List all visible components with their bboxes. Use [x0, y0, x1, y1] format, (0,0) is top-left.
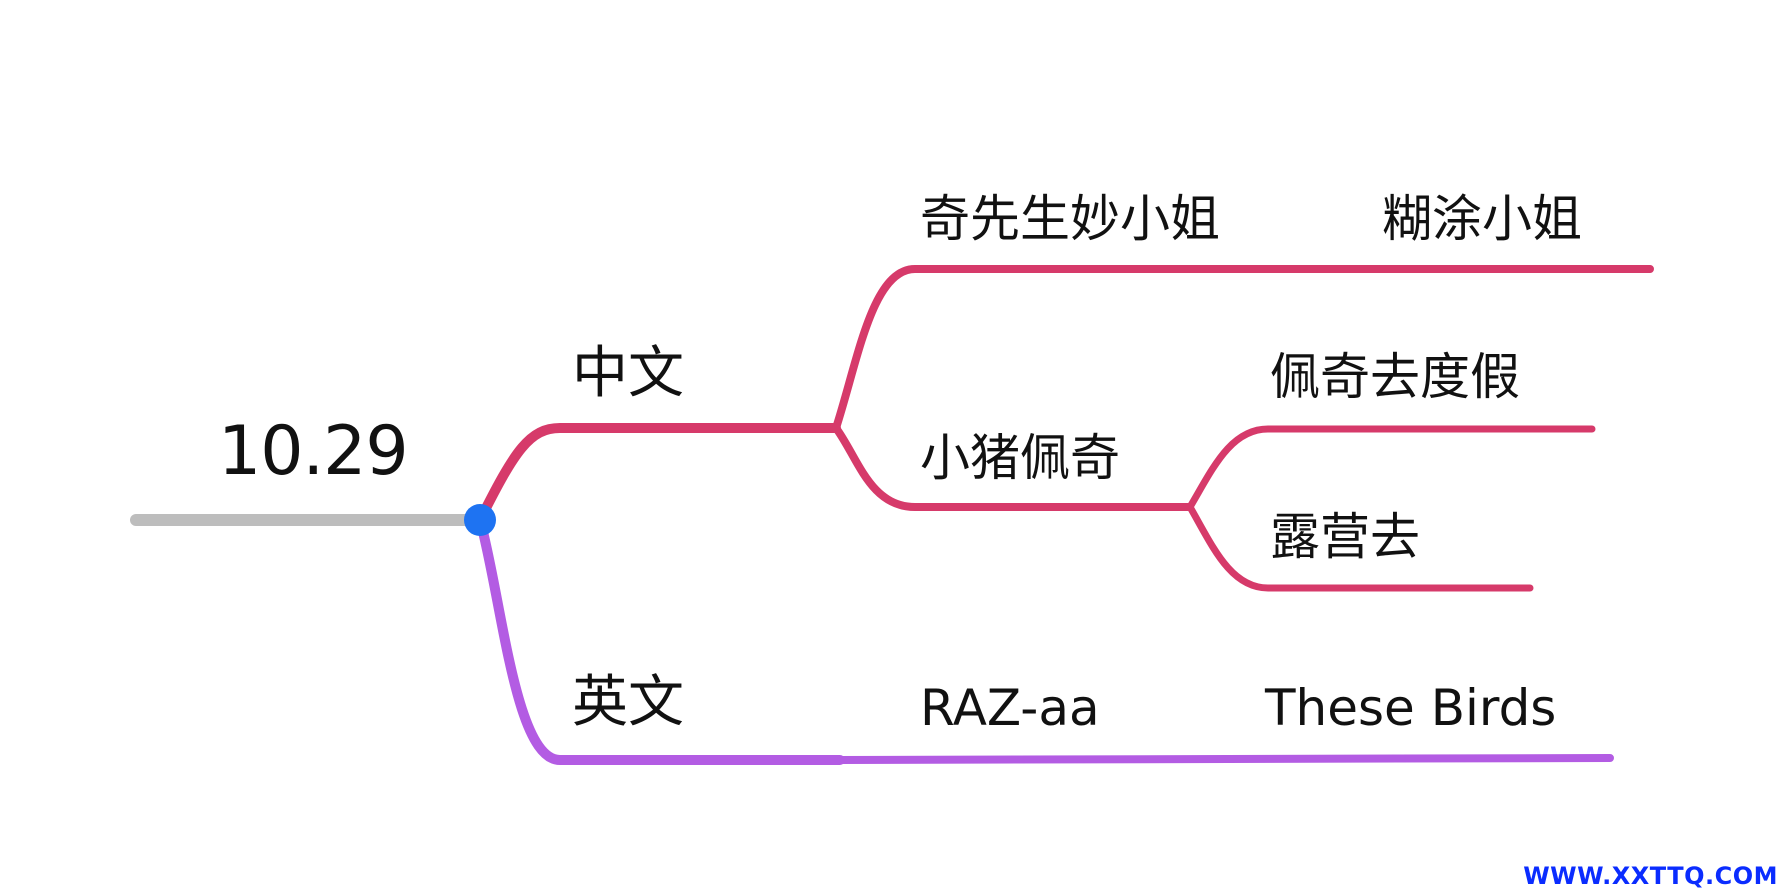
topic-node-luying[interactable]: 露营去	[1270, 512, 1420, 562]
topic-label: 小猪佩奇	[920, 429, 1120, 487]
topic-label: 奇先生妙小姐	[920, 190, 1220, 248]
branch-node-chinese[interactable]: 中文	[572, 346, 684, 402]
topic-label: 糊涂小姐	[1382, 190, 1582, 248]
connector-chinese	[475, 423, 841, 525]
topic-label: RAZ-aa	[920, 679, 1100, 737]
topic-node-hutu[interactable]: 糊涂小姐	[1382, 194, 1582, 244]
topic-node-raz[interactable]: RAZ-aa	[920, 683, 1100, 733]
branch-label: 英文	[572, 670, 684, 735]
topic-node-peiqi-dujia[interactable]: 佩奇去度假	[1270, 352, 1520, 402]
topic-label: 露营去	[1270, 508, 1420, 566]
connector-qixiansheng	[832, 265, 1654, 432]
topic-node-qixiansheng[interactable]: 奇先生妙小姐	[920, 194, 1220, 244]
hub-dot[interactable]	[464, 504, 496, 536]
root-node[interactable]: 10.29	[218, 418, 409, 486]
connector-xiaozhu	[832, 424, 1194, 511]
topic-node-xiaozhu[interactable]: 小猪佩奇	[920, 433, 1120, 483]
topic-label: 佩奇去度假	[1270, 348, 1520, 406]
branch-node-english[interactable]: 英文	[572, 675, 684, 731]
connector-luying	[1186, 503, 1534, 592]
watermark-text: WWW.XXTTQ.COM	[1523, 862, 1778, 890]
topic-label: These Birds	[1265, 679, 1557, 737]
connector-raz	[836, 754, 1614, 764]
root-label: 10.29	[218, 412, 409, 491]
connector-english	[475, 515, 845, 765]
branch-label: 中文	[572, 341, 684, 406]
connector-peiqi-dujia	[1186, 425, 1596, 511]
topic-node-these-birds[interactable]: These Birds	[1265, 683, 1556, 733]
